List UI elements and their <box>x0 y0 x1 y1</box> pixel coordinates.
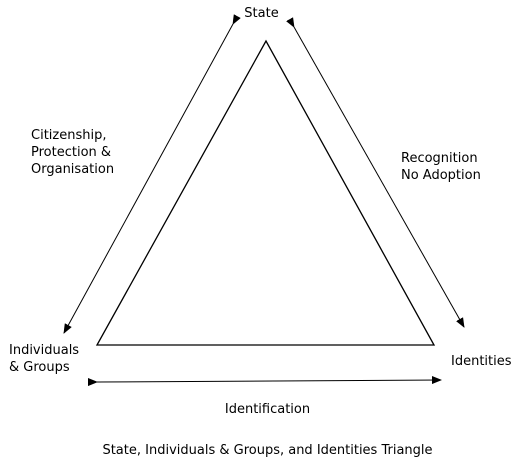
individuals-text-line2: & Groups <box>9 360 70 375</box>
state-text: State <box>244 6 279 21</box>
citizenship-text-line2: Protection & <box>31 145 112 160</box>
node-label-state: State <box>0 5 515 22</box>
edge-label-citizenship: Citizenship, Protection & Organisation <box>31 127 114 178</box>
edge-label-recognition: Recognition No Adoption <box>401 150 481 184</box>
arrow-state-individuals <box>63 14 241 334</box>
triangle-shape <box>95 39 436 346</box>
figure-caption: State, Individuals & Groups, and Identit… <box>102 443 433 458</box>
node-label-identities: Identities <box>451 353 512 370</box>
arrow-individuals-identities <box>87 376 442 387</box>
recognition-text-line2: No Adoption <box>401 168 481 183</box>
arrow-state-identities <box>286 17 465 328</box>
edge-label-identification: Identification <box>0 401 515 418</box>
node-label-individuals-groups: Individuals & Groups <box>9 342 79 376</box>
identification-text: Identification <box>224 402 311 417</box>
individuals-text-line1: Individuals <box>9 343 80 358</box>
recognition-text-line1: Recognition <box>401 151 478 166</box>
citizenship-text-line3: Organisation <box>31 162 115 177</box>
identities-text: Identities <box>451 354 512 369</box>
citizenship-text-line1: Citizenship, <box>31 128 107 143</box>
